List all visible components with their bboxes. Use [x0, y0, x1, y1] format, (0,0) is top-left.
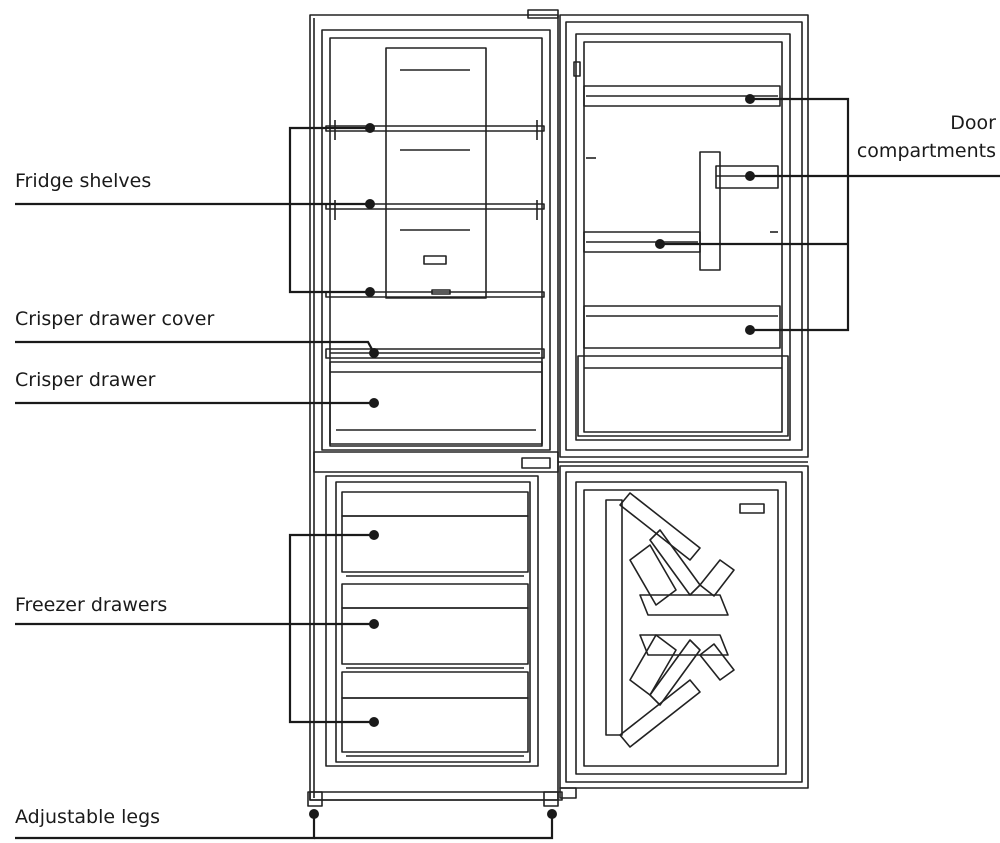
callout-door-compartments — [660, 97, 1000, 332]
dot-door-compartment-1 — [745, 94, 755, 104]
label-door-compartments-line2: compartments — [856, 140, 996, 162]
dot-freezer-drawer-3 — [369, 717, 379, 727]
adjustable-leg-right — [543, 791, 559, 807]
crisper-drawer-cover — [325, 348, 545, 359]
dot-shelf-1 — [365, 123, 375, 133]
callout-fridge-shelves — [15, 126, 370, 294]
adjustable-leg-left — [307, 791, 323, 807]
label-crisper-drawer: Crisper drawer — [15, 369, 156, 391]
label-adjustable-legs: Adjustable legs — [15, 806, 161, 828]
dot-leg-right — [547, 809, 557, 819]
dot-crisper-cover — [369, 348, 379, 358]
label-crisper-drawer-cover: Crisper drawer cover — [15, 308, 215, 330]
dot-freezer-drawer-1 — [369, 530, 379, 540]
fridge-door — [559, 14, 809, 458]
dot-leg-left — [309, 809, 319, 819]
door-compartment-2 — [699, 151, 779, 271]
freezer-drawer-2 — [341, 583, 529, 669]
dot-door-compartment-4 — [745, 325, 755, 335]
door-compartment-4 — [583, 305, 781, 349]
label-fridge-shelves: Fridge shelves — [15, 170, 152, 192]
fridge-shelf-3 — [325, 291, 545, 298]
fridge-body — [309, 9, 563, 801]
freezer-compartment — [325, 475, 539, 767]
dot-door-compartment-2 — [745, 171, 755, 181]
dot-door-compartment-3 — [655, 239, 665, 249]
callout-crisper-drawer-cover — [15, 340, 375, 354]
freezer-drawer-3 — [341, 671, 529, 757]
label-freezer-drawers: Freezer drawers — [15, 594, 168, 616]
door-compartment-3 — [583, 157, 778, 253]
dot-freezer-drawer-2 — [369, 619, 379, 629]
callout-adjustable-legs — [15, 814, 554, 840]
freezer-door — [559, 465, 809, 789]
fridge-shelf-2 — [325, 203, 545, 210]
fridge-compartment — [321, 29, 551, 451]
dot-shelf-2 — [365, 199, 375, 209]
label-door-compartments-line1: Door — [950, 112, 996, 134]
snowflake-icon — [605, 492, 735, 748]
freezer-drawer-1 — [341, 491, 529, 577]
middle-hinge — [521, 457, 808, 469]
callout-freezer-drawers — [15, 533, 374, 724]
dot-crisper-drawer — [369, 398, 379, 408]
door-bottom-bin — [577, 355, 789, 437]
dot-shelf-3 — [365, 287, 375, 297]
